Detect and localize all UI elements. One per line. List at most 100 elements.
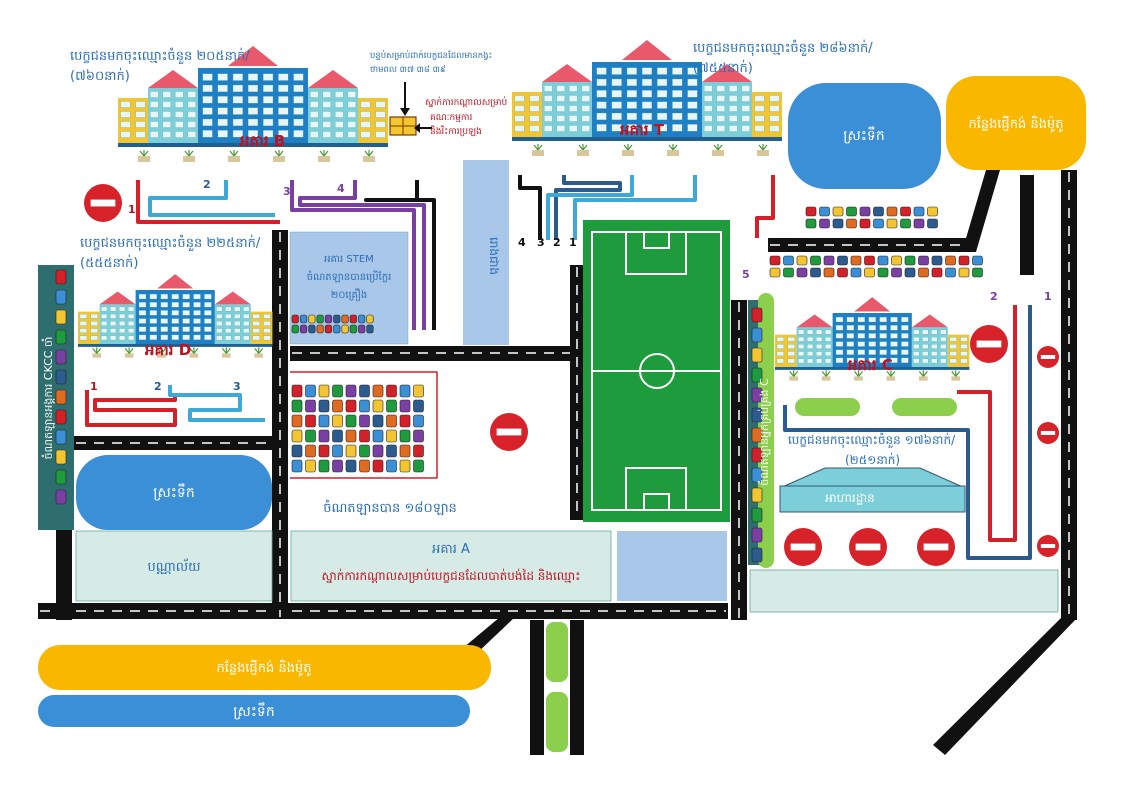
parked-car (305, 399, 316, 413)
parked-car (333, 314, 341, 324)
parked-car (372, 444, 384, 458)
parked-car (877, 255, 889, 266)
building-t-label: អគារ T (620, 121, 665, 139)
parked-car (918, 267, 929, 278)
parked-car (751, 367, 763, 383)
parked-car (819, 206, 830, 217)
parked-car (413, 444, 424, 458)
water-left-label: ស្រះទឹក (153, 483, 194, 501)
parked-car (332, 459, 343, 473)
parked-car (305, 429, 316, 443)
b-note-office-3: និងរិះការប្រឡង (430, 125, 482, 137)
car-parking-label: ចំណតឡានបាន ១៨០ឡាន (323, 499, 457, 516)
parked-car (345, 429, 357, 443)
parked-car (751, 387, 763, 403)
workshop-label: រោងជាង (487, 237, 501, 275)
parked-car (359, 414, 370, 428)
building-b (118, 46, 388, 162)
building-t-count: បេក្ខជនមកចុះឈ្មោះចំនួន ២៨៦នាក់/ (693, 39, 873, 57)
parked-car (55, 349, 67, 365)
parked-car (886, 206, 898, 217)
parked-car (413, 399, 424, 413)
no-entry-sign (849, 528, 887, 566)
parked-car (399, 414, 411, 428)
parked-car (904, 267, 916, 278)
parked-car (324, 324, 333, 334)
parked-car (399, 399, 411, 413)
parked-car (372, 384, 384, 398)
queue-number: 2 (154, 380, 162, 393)
parked-car (359, 384, 370, 398)
parked-car (796, 255, 808, 266)
building-d (78, 274, 273, 358)
library-label: បណ្ណាល័យ (147, 558, 200, 575)
building-b-count: បេក្ខជនមកចុះឈ្មោះចំនួន ២០៥នាក់/ (70, 47, 250, 65)
parked-car (386, 384, 397, 398)
parked-car (318, 459, 330, 473)
parked-car (850, 267, 862, 278)
parked-car (832, 206, 844, 217)
parked-car (55, 429, 67, 445)
parked-car (305, 414, 316, 428)
queue-number: 3 (233, 380, 241, 393)
parked-car (291, 384, 303, 398)
parked-car (305, 444, 316, 458)
parked-car (291, 429, 303, 443)
parked-car (859, 206, 871, 217)
queue-number: 2 (990, 290, 998, 303)
parked-car (751, 487, 763, 503)
parked-car (958, 255, 970, 266)
parked-car (810, 255, 821, 266)
parked-car (332, 399, 343, 413)
parked-car (904, 255, 916, 266)
building-d-count: បេក្ខជនមកចុះឈ្មោះចំនួន ២២៥នាក់/ (80, 234, 261, 252)
parked-car (324, 314, 333, 324)
parked-car (345, 459, 357, 473)
no-entry-sign (84, 184, 122, 222)
parked-car (837, 267, 848, 278)
parked-car (55, 329, 67, 345)
parked-car (751, 547, 763, 563)
parked-car (305, 459, 316, 473)
parked-car (341, 324, 349, 334)
queue-number: 5 (742, 268, 750, 281)
parked-car (859, 218, 871, 229)
queue-number: 3 (283, 185, 291, 198)
no-entry-sign (970, 325, 1008, 363)
parked-car (769, 255, 781, 266)
parked-car (399, 384, 411, 398)
parked-car (850, 255, 862, 266)
building-t (512, 40, 782, 156)
parked-car (769, 267, 781, 278)
left-strip-label: ចំណតឡានអង្គការ CKCC ចាំ (41, 337, 55, 460)
parked-car (810, 267, 821, 278)
building-b-label: អគារ B (240, 132, 285, 150)
building-d-count-total: (៥៥៥នាក់) (80, 254, 138, 271)
no-entry-sign (1037, 535, 1059, 557)
parked-car (386, 414, 397, 428)
parked-car (399, 444, 411, 458)
parked-car (308, 324, 316, 334)
parked-car (372, 429, 384, 443)
parked-car (349, 314, 357, 324)
football-field (583, 220, 730, 522)
parked-car (877, 267, 889, 278)
b-note-room-2: ថាមពល ៣៧ ៣៨ ៣៩ (370, 65, 446, 75)
queue-number: 1 (90, 380, 98, 393)
parked-car (332, 444, 343, 458)
queue-number: 4 (337, 182, 345, 195)
b-note-office: ស្នាក់ការកណ្តាលសម្រាប់ (425, 96, 508, 108)
parked-car (900, 218, 911, 229)
parked-car (332, 384, 343, 398)
queue-numbers: 1 2 3 4 1 2 3 4 5 1 2 3 2 1 (90, 178, 1052, 393)
parked-car (972, 267, 983, 278)
stem-parking-count: ២០គ្រឿង (331, 288, 367, 302)
parked-cars (55, 206, 983, 563)
map-labels: បេក្ខជនមកចុះឈ្មោះចំនួន ២០៥នាក់/ (៧៦០នាក់… (41, 39, 1063, 720)
parked-car (783, 267, 794, 278)
parked-car (913, 206, 925, 217)
parked-car (372, 399, 384, 413)
roads (38, 170, 1077, 755)
parked-car (55, 389, 67, 405)
building-a-note: ស្នាក់ការកណ្តាលសម្រាប់បេក្ខជនដែលបាត់បង់ដ… (321, 568, 580, 583)
